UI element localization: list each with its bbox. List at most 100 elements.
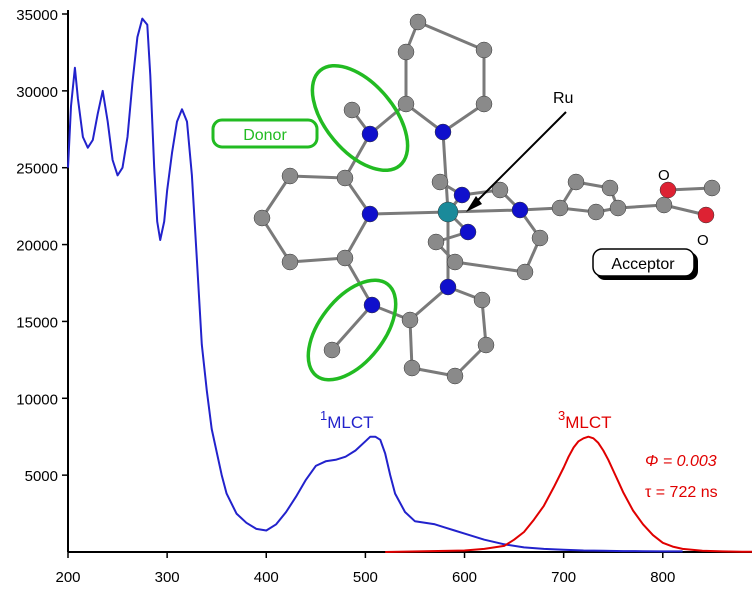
molecule-bond xyxy=(289,256,346,264)
molecule-atom xyxy=(609,199,627,217)
ru-label: Ru xyxy=(553,90,573,107)
molecule-atom xyxy=(336,169,354,187)
molecule-atom xyxy=(281,253,299,271)
molecule-bond xyxy=(447,208,521,214)
y-tick-label: 20000 xyxy=(16,238,58,255)
series-label-3mlct: 3MLCT xyxy=(558,408,612,432)
molecule-atom xyxy=(601,179,619,197)
molecule-atom xyxy=(453,186,471,204)
molecule-atom xyxy=(446,253,464,271)
molecule-atom xyxy=(281,167,299,185)
molecule-atom xyxy=(659,181,677,199)
x-tick-label: 800 xyxy=(650,569,675,586)
x-ticks: 200 300 400 500 600 700 800 xyxy=(55,552,675,586)
molecule-bond xyxy=(441,131,450,213)
molecule-bond xyxy=(289,174,346,180)
molecule-atom xyxy=(397,43,415,61)
molecule-atom xyxy=(323,341,341,359)
y-tick-label: 15000 xyxy=(16,314,58,331)
molecule-atom xyxy=(459,223,477,241)
molecule-atom xyxy=(703,179,721,197)
molecule-atom xyxy=(253,209,271,227)
molecule-atoms xyxy=(253,13,721,385)
molecule-atom xyxy=(439,278,457,296)
y-tick-label: 30000 xyxy=(16,84,58,101)
donor-ellipse-bottom xyxy=(306,278,398,382)
series-label-3mlct-main: MLCT xyxy=(565,413,611,432)
donor-ellipse-top xyxy=(310,63,410,173)
acceptor-label: Acceptor xyxy=(611,256,675,273)
molecule-atom xyxy=(403,359,421,377)
molecule-bond xyxy=(260,175,292,219)
molecule-atom xyxy=(431,173,449,191)
donor-label: Donor xyxy=(243,127,287,144)
molecule-atom xyxy=(343,101,361,119)
molecule-atom xyxy=(361,125,379,143)
x-tick-label: 500 xyxy=(353,569,378,586)
molecule-atom xyxy=(567,173,585,191)
ru-arrow-head xyxy=(466,196,482,212)
molecule-atom xyxy=(511,201,529,219)
x-tick-label: 600 xyxy=(452,569,477,586)
oxygen-label-top: O xyxy=(658,167,670,184)
molecule-atom xyxy=(531,229,549,247)
x-tick-label: 700 xyxy=(551,569,576,586)
axes: 5000 10000 15000 20000 25000 30000 35000 200 30… xyxy=(16,7,752,586)
molecule-atom xyxy=(434,123,452,141)
x-tick-label: 400 xyxy=(254,569,279,586)
molecule-bond xyxy=(343,213,372,259)
molecule-atom xyxy=(397,95,415,113)
molecule-atom xyxy=(491,181,509,199)
x-tick-label: 200 xyxy=(55,569,80,586)
series-label-1mlct: 1MLCT xyxy=(320,408,374,432)
donor-label-box xyxy=(211,118,319,149)
molecule-atom xyxy=(409,13,427,31)
molecule-atom xyxy=(551,199,569,217)
y-tick-label: 5000 xyxy=(25,468,58,485)
molecule-atom xyxy=(655,196,673,214)
molecule-bonds xyxy=(260,20,713,378)
x-tick-label: 300 xyxy=(155,569,180,586)
molecule-atom xyxy=(363,296,381,314)
molecule-atom xyxy=(401,311,419,329)
molecule-atom xyxy=(475,41,493,59)
molecule-atom xyxy=(587,203,605,221)
series-label-1mlct-sup: 1 xyxy=(320,408,327,423)
y-tick-label: 35000 xyxy=(16,7,58,24)
molecule-bond xyxy=(330,304,374,351)
molecule-atom xyxy=(437,201,459,223)
series-group xyxy=(67,17,753,553)
molecule-atom xyxy=(475,95,493,113)
molecule-atom xyxy=(516,263,534,281)
molecule-structure xyxy=(253,13,721,385)
series-label-1mlct-main: MLCT xyxy=(327,413,373,432)
series-label-3mlct-sup: 3 xyxy=(558,408,565,423)
molecule-bond xyxy=(442,102,485,134)
molecule-atom xyxy=(477,336,495,354)
molecule-atom xyxy=(446,367,464,385)
y-tick-label: 25000 xyxy=(16,161,58,178)
molecule-atom xyxy=(697,206,715,224)
molecule-bond xyxy=(417,20,485,52)
molecule-bond xyxy=(343,257,374,306)
molecule-bond xyxy=(343,133,372,179)
phi-annotation: Φ = 0.003 xyxy=(645,453,717,470)
molecule-atom xyxy=(361,205,379,223)
molecule-bond xyxy=(260,217,292,263)
y-tick-label: 10000 xyxy=(16,391,58,408)
acceptor-label-box xyxy=(592,248,695,277)
molecule-bond xyxy=(454,260,526,274)
tau-annotation: τ = 722 ns xyxy=(645,484,718,501)
y-ticks: 5000 10000 15000 20000 25000 30000 35000 xyxy=(16,7,68,485)
molecule-bond xyxy=(409,285,449,322)
oxygen-label-bottom: O xyxy=(697,232,709,249)
ru-arrow xyxy=(475,111,567,203)
molecule-bond xyxy=(369,210,449,216)
molecule-atom xyxy=(427,233,445,251)
series-line-1mlct xyxy=(67,17,683,553)
molecule-atom xyxy=(336,249,354,267)
molecule-atom xyxy=(473,291,491,309)
series-line-3mlct xyxy=(385,435,753,553)
